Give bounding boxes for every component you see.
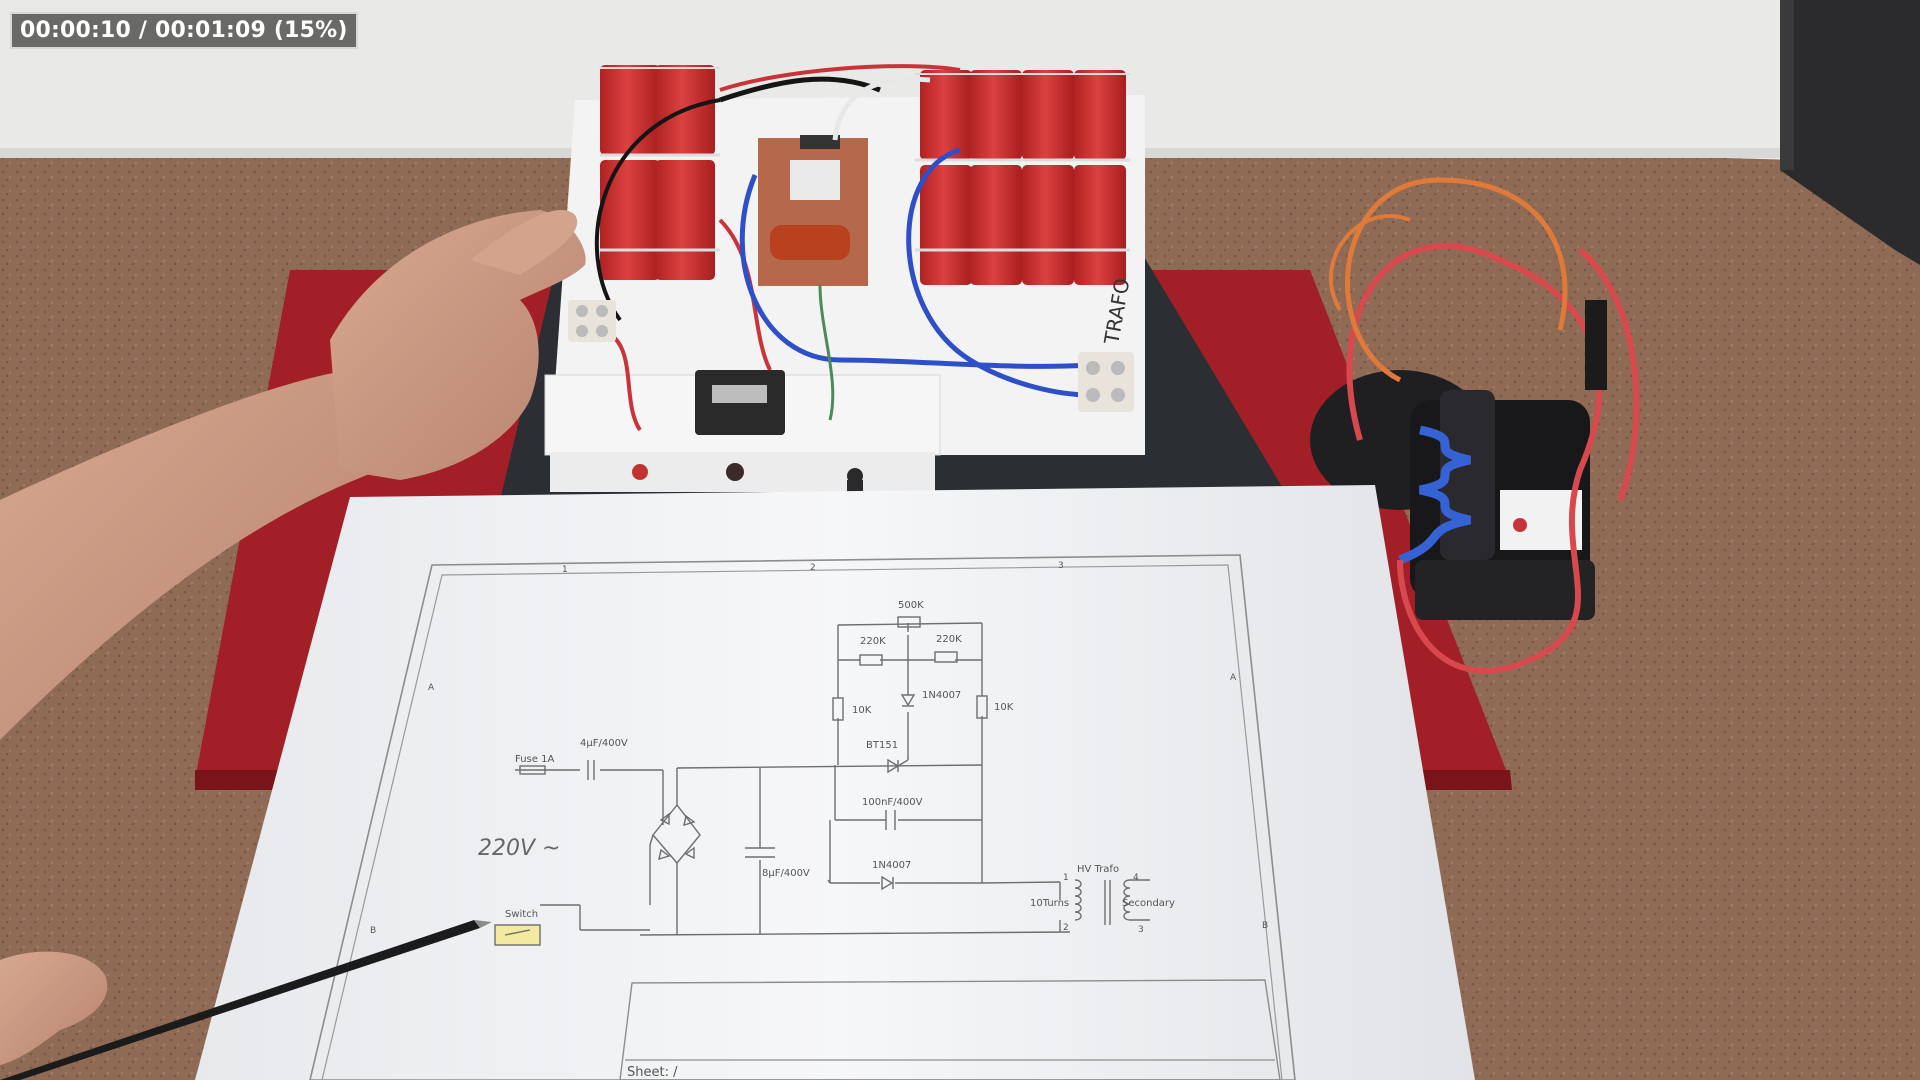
rectifier-label: [712, 385, 767, 403]
dark-device: [1780, 0, 1920, 265]
label-pin-2: 2: [1063, 923, 1069, 933]
label-cap-input: 4µF/400V: [580, 738, 628, 749]
wire-black-left: [594, 98, 721, 322]
label-input-voltage: 220V ~: [478, 836, 560, 861]
label-diode-bottom: 1N4007: [872, 860, 911, 871]
fuse-symbol: [519, 765, 546, 775]
label-secondary: Secondary: [1122, 898, 1175, 909]
coil-blue: [1398, 425, 1471, 565]
video-timestamp-overlay: 00:00:10 / 00:01:09 (15%): [10, 12, 358, 49]
panel-led-icon: [632, 464, 648, 480]
border-letter-b-left: B: [370, 926, 376, 936]
capacitor-bank-right: [915, 70, 1130, 285]
fingers: [0, 951, 108, 1065]
cable-orange: [1345, 177, 1568, 383]
pen-tip: [474, 920, 492, 928]
switch-symbol: [494, 924, 541, 946]
label-220k-right: 220K: [936, 634, 962, 645]
border-number-3: 3: [1058, 561, 1064, 571]
panel-switch-icon: [726, 463, 744, 481]
cable-orange-2: [1328, 214, 1411, 312]
label-hv-trafo: HV Trafo: [1077, 864, 1119, 875]
border-letter-a-left: A: [428, 683, 435, 693]
brand-logo-icon: [1513, 518, 1527, 532]
label-fuse: Fuse 1A: [515, 754, 554, 765]
schematic-title-block: [619, 979, 1281, 1080]
terminal-block-left: [568, 300, 616, 342]
label-primary-turns: 10Turns: [1030, 898, 1069, 909]
border-letter-a-right: A: [1230, 673, 1237, 683]
thumb: [470, 210, 578, 275]
label-cap-filter: 8µF/400V: [762, 868, 810, 879]
hand: [330, 210, 586, 480]
hv-cap-end: [1585, 300, 1607, 390]
wire-green: [818, 284, 835, 421]
label-pot: 500K: [898, 600, 924, 611]
wire-red-top: [719, 64, 961, 92]
cable-red: [1346, 243, 1603, 674]
circuit-components: [494, 616, 1150, 946]
sheet-label: Sheet: /: [627, 1065, 678, 1080]
pcb-board: [758, 135, 868, 286]
arm: [0, 370, 380, 740]
border-number-1: 1: [562, 565, 568, 575]
border-letter-b-right: B: [1262, 921, 1268, 931]
label-scr: BT151: [866, 740, 898, 751]
label-cap-100nf: 100nF/400V: [862, 797, 923, 808]
wire-black: [719, 76, 881, 103]
wire-blue-1: [739, 174, 1091, 369]
paper-border-outer: [309, 554, 1296, 1080]
pot-symbol: [897, 616, 921, 628]
label-10k-left: 10K: [852, 705, 872, 716]
label-pin-4: 4: [1133, 873, 1139, 883]
capacitor-bank-left: [600, 65, 720, 280]
dark-device-edge: [1780, 0, 1794, 170]
label-220k-left: 220K: [860, 636, 886, 647]
paper-border-inner: [321, 564, 1283, 1080]
pen: [0, 920, 480, 1080]
label-pin-3: 3: [1138, 925, 1144, 935]
border-number-2: 2: [810, 563, 816, 573]
cable-red-2: [1578, 247, 1640, 502]
circuit-wires: [515, 622, 1071, 936]
label-10k-right: 10K: [994, 702, 1014, 713]
label-diode-top: 1N4007: [922, 690, 961, 701]
label-pin-1: 1: [1063, 873, 1069, 883]
wire-white: [832, 76, 931, 141]
terminal-block-right: [1078, 352, 1134, 412]
label-switch: Switch: [505, 909, 538, 920]
wire-blue-2: [906, 147, 1091, 398]
